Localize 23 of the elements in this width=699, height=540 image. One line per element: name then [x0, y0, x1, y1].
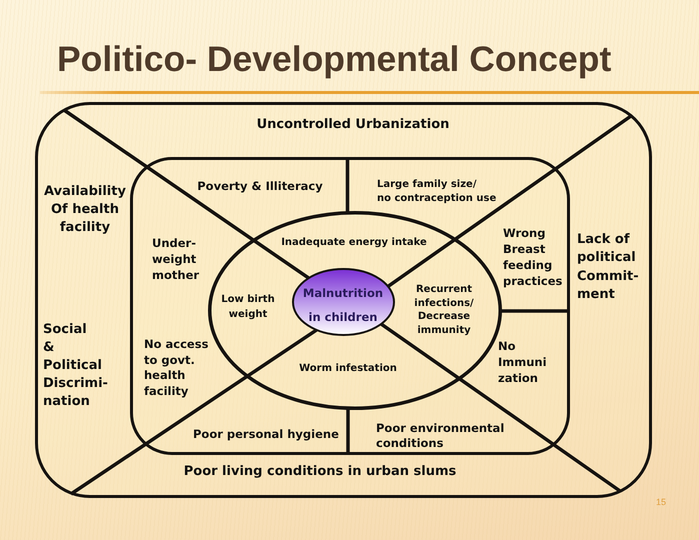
inner-rounded-frame — [130, 157, 570, 455]
inner-factor-label: Wrong Breast feeding practices — [503, 225, 562, 289]
center-label: Malnutrition in children — [302, 285, 384, 326]
outer-rounded-frame — [35, 102, 652, 498]
cause-label: Low birth weight — [221, 293, 275, 322]
inner-factor-label: No access to govt. health facility — [144, 337, 208, 399]
inner-factor-label: No Immuni zation — [498, 338, 547, 386]
outer-factor-label: Social & Political Discrimi- nation — [43, 321, 108, 411]
cause-label: Worm infestation — [299, 362, 397, 376]
cause-label: Recurrent infections/ Decrease immunity — [414, 283, 474, 337]
page-number: 15 — [656, 496, 666, 508]
inner-factor-label: Poor personal hygiene — [193, 426, 339, 442]
outer-factor-label: Availability Of health facility — [44, 183, 126, 237]
inner-factor-label: Large family size/ no contraception use — [377, 178, 496, 205]
outer-factor-label: Lack of political Commit- ment — [577, 231, 639, 304]
cause-label: Inadequate energy intake — [281, 236, 427, 250]
inner-factor-label: Poverty & Illiteracy — [197, 178, 323, 194]
inner-factor-label: Under- weight mother — [152, 235, 200, 283]
center-ellipse — [292, 268, 395, 336]
outer-factor-label: Uncontrolled Urbanization — [256, 116, 450, 134]
outer-factor-label: Poor living conditions in urban slums — [184, 463, 456, 481]
inner-factor-label: Poor environmental conditions — [376, 421, 504, 451]
slide-title: Politico- Developmental Concept — [57, 38, 612, 80]
